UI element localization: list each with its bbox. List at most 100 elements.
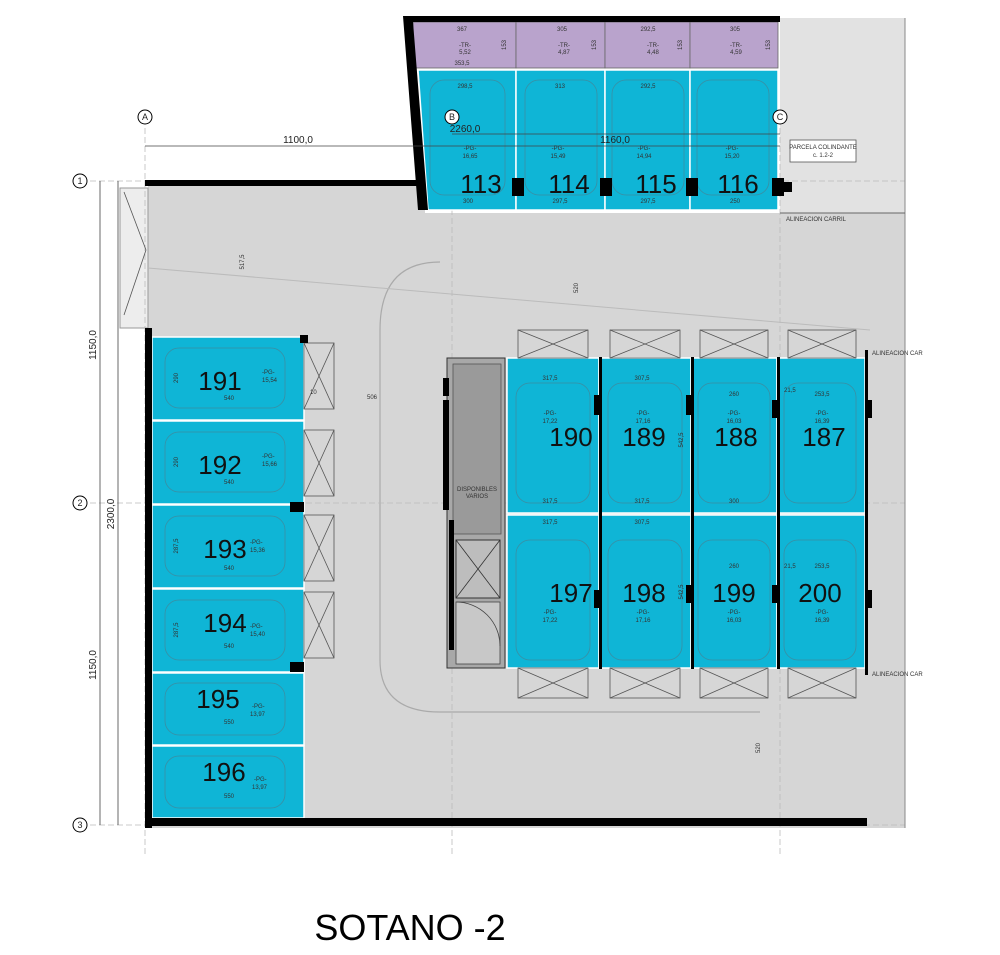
space-type: -PG- <box>728 411 741 417</box>
space-type: -PG- <box>637 411 650 417</box>
space-dim: 540 <box>224 644 235 650</box>
parking-space[interactable] <box>690 514 778 669</box>
grid-axis-2: 2 <box>77 498 82 508</box>
space-type: -PG- <box>544 411 557 417</box>
storage-room[interactable] <box>604 21 691 69</box>
ramp-curve <box>379 261 760 713</box>
dim-1150-b: 1150,0 <box>88 650 99 680</box>
annotation-labels: PARCELA COLINDANTE c. 1.2-2 ALINEACION C… <box>457 145 923 678</box>
space-dim: 253,5 <box>814 392 830 398</box>
space-number: 113 <box>460 169 501 199</box>
space-type: -PG- <box>254 777 267 783</box>
space-number: 190 <box>549 422 592 452</box>
space-number: 194 <box>203 608 246 638</box>
storage-area: 4,59 <box>730 50 742 56</box>
space-area: 14,94 <box>636 154 652 160</box>
space-type: -PG- <box>464 146 477 152</box>
parking-space[interactable] <box>776 357 866 514</box>
parking-space[interactable] <box>689 69 779 211</box>
space-dim: 297,5 <box>552 199 568 205</box>
dim-1100: 1100,0 <box>283 135 313 146</box>
parcela-box <box>789 139 857 163</box>
space-area: 16,39 <box>814 618 830 624</box>
space-number: 196 <box>202 757 245 787</box>
parking-space[interactable] <box>598 514 692 669</box>
space-dim: 540 <box>224 480 235 486</box>
space-dim: 307,5 <box>634 376 650 382</box>
space-dim: 317,5 <box>542 376 558 382</box>
space-area: 17,16 <box>635 618 651 624</box>
space-number: 115 <box>635 169 676 199</box>
space-dim: 550 <box>224 720 235 726</box>
storage-dim: 305 <box>557 27 568 33</box>
space-dim: 290 <box>174 456 180 467</box>
space-type: -PG- <box>726 146 739 152</box>
storage-room[interactable] <box>515 21 606 69</box>
dim-ramp: 517,5 <box>240 254 246 270</box>
space-area: 16,65 <box>462 154 478 160</box>
space-type: -PG- <box>728 610 741 616</box>
space-dim: 260 <box>729 564 740 570</box>
space-number: 198 <box>622 578 665 608</box>
alineacion-top-label: ALINEACION CAR <box>872 351 923 357</box>
dim-1150-a: 1150,0 <box>88 330 99 360</box>
space-dim: 250 <box>730 199 741 205</box>
space-number: 199 <box>712 578 755 608</box>
space-type: -PG- <box>262 370 275 376</box>
storage-side-dim: 153 <box>678 39 684 50</box>
storage-room[interactable] <box>689 21 779 69</box>
space-type: -PG- <box>552 146 565 152</box>
storage-side-dim: 153 <box>502 39 508 50</box>
space-area: 15,49 <box>550 154 566 160</box>
parking-space[interactable] <box>515 69 606 211</box>
space-type: -PG- <box>816 610 829 616</box>
center-parking-block <box>506 357 866 669</box>
dimension-lines <box>99 133 780 825</box>
space-dim: 297,5 <box>640 199 656 205</box>
parking-space[interactable] <box>506 514 600 669</box>
parking-space[interactable] <box>690 357 778 514</box>
grid-axis-a: A <box>142 112 148 122</box>
plan-title: SOTANO -2 <box>314 907 505 948</box>
dim-542-a: 542,5 <box>679 432 685 448</box>
space-dim: 317,5 <box>542 520 558 526</box>
space-number: 189 <box>622 422 665 452</box>
space-number: 193 <box>203 534 246 564</box>
varios-label: VARIOS <box>466 494 488 500</box>
space-type: -PG- <box>250 540 263 546</box>
space-area: 15,54 <box>262 378 278 384</box>
space-dim: 298,5 <box>457 84 473 90</box>
storage-type: -TR- <box>730 43 742 49</box>
space-dim: 540 <box>224 566 235 572</box>
storage-type: -TR- <box>459 43 471 49</box>
dim-2260: 2260,0 <box>450 124 481 135</box>
top-parking-row <box>417 69 779 211</box>
space-type: -PG- <box>637 610 650 616</box>
space-type: -PG- <box>250 624 263 630</box>
space-area: 15,66 <box>262 462 278 468</box>
space-number: 116 <box>717 169 758 199</box>
space-number: 191 <box>198 366 241 396</box>
storage-side-dim: 153 <box>592 39 598 50</box>
dim-aisle-bottom: 520 <box>756 742 762 753</box>
space-area: 13,97 <box>252 785 268 791</box>
walls <box>145 16 872 828</box>
dim-21: 21,5 <box>784 388 796 394</box>
parking-space[interactable] <box>506 357 600 514</box>
grid-bubbles <box>72 109 788 833</box>
space-number: 187 <box>802 422 845 452</box>
space-type: -PG- <box>638 146 651 152</box>
space-dim: 292,5 <box>640 84 656 90</box>
space-area: 17,22 <box>542 419 558 425</box>
top-parking-labels: 298,5 -PG- 16,65 113 300 313 -PG- 15,49 … <box>457 84 758 205</box>
door-swings <box>123 191 857 699</box>
storage-row <box>412 21 779 69</box>
center-top-labels: 317,5 -PG- 17,22 190 317,5 307,5 -PG- 17… <box>542 376 845 505</box>
storage-dim: 292,5 <box>640 27 656 33</box>
ramp-line <box>147 267 871 331</box>
alineacion-bottom-label: ALINEACION CAR <box>872 672 923 678</box>
space-dim: 540 <box>224 396 235 402</box>
storage-dim: 305 <box>730 27 741 33</box>
storage-type: -TR- <box>647 43 659 49</box>
space-dim: 317,5 <box>542 499 558 505</box>
